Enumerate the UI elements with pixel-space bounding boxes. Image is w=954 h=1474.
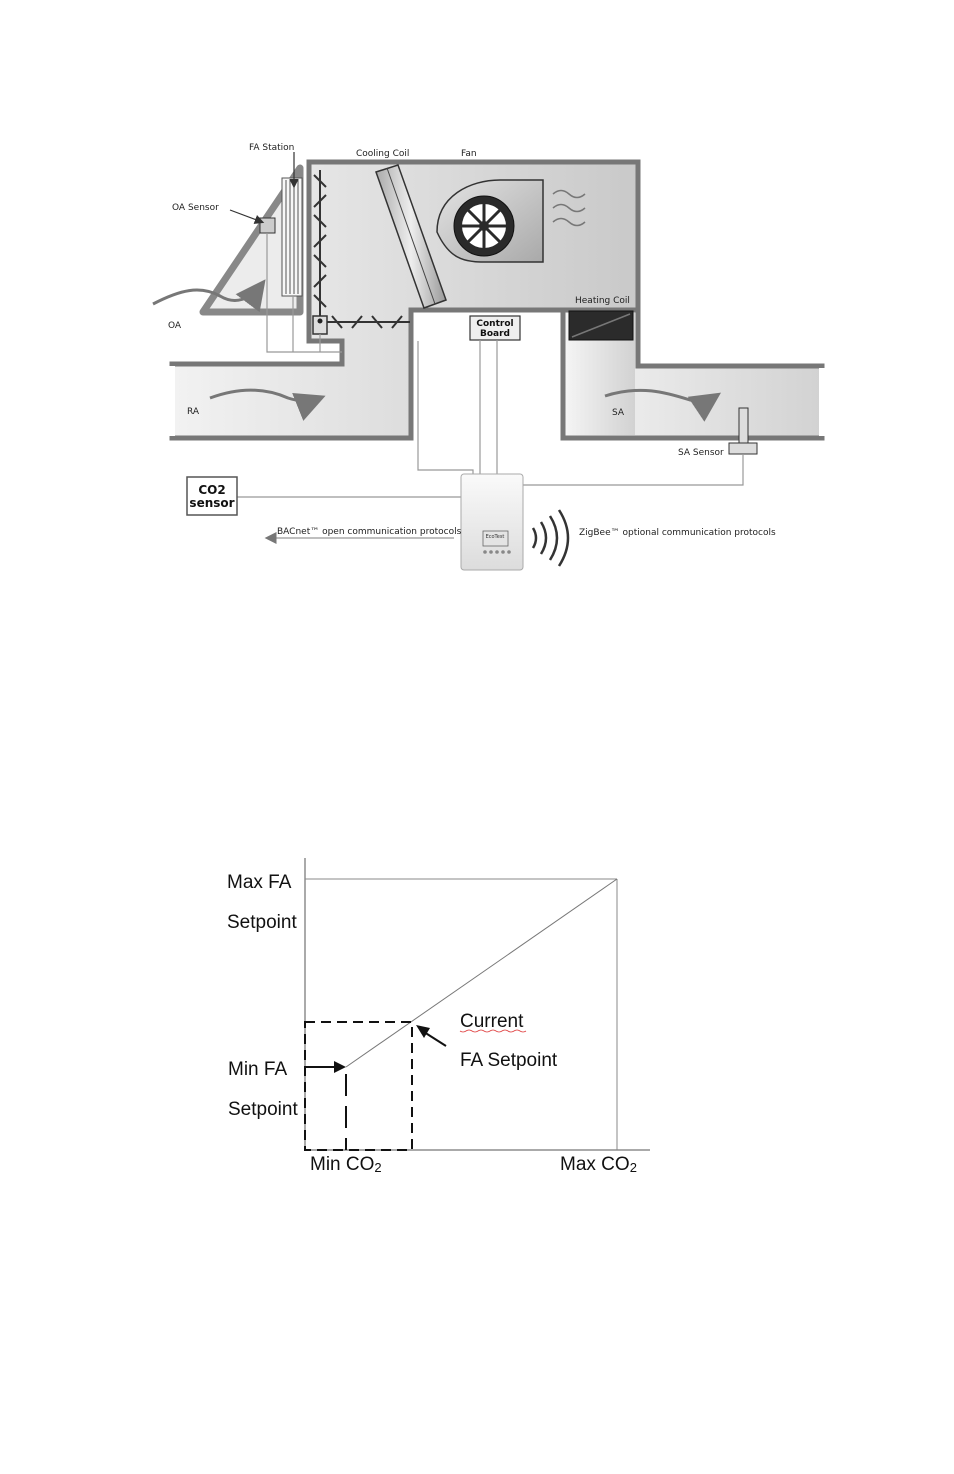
sa-sensor-label: SA Sensor (678, 448, 724, 458)
fa-station-label: FA Station (249, 143, 294, 153)
co2-sensor: CO2 sensor (187, 477, 237, 515)
thermostat-controller: EcoTest (461, 474, 523, 570)
current-label: Current (460, 1011, 524, 1032)
oa-sensor-label: OA Sensor (172, 203, 219, 213)
heating-coil (569, 311, 633, 340)
setpoint-ramp-line (346, 879, 617, 1067)
sa-label: SA (612, 408, 625, 418)
damper-actuator (313, 316, 327, 334)
graph-axes (305, 858, 650, 1150)
control-board-label: Control (476, 319, 513, 329)
fa-setpoint-label: FA Setpoint (460, 1050, 558, 1071)
thermostat-brand: EcoTest (486, 534, 505, 540)
oa-label: OA (168, 321, 182, 331)
co2-sensor-label: CO2 (198, 483, 225, 497)
current-setpoint-arrow (416, 1025, 446, 1046)
air-handler-diagram: Control Board CO2 sensor EcoT (0, 0, 954, 620)
spellcheck-underline (460, 1030, 526, 1032)
min-co2-label: Min CO2 (310, 1154, 382, 1175)
min-fa-arrow (305, 1061, 346, 1073)
control-board-label-2: Board (480, 329, 510, 339)
oa-sensor (260, 218, 275, 233)
current-setpoint-box (305, 1022, 412, 1150)
control-board: Control Board (470, 316, 520, 340)
max-fa-setpoint-label: Setpoint (227, 912, 297, 933)
bacnet-label: BACnet™ open communication protocols (277, 527, 462, 537)
min-fa-label: Min FA (228, 1059, 287, 1080)
cooling-coil-label: Cooling Coil (356, 149, 409, 159)
heating-coil-label: Heating Coil (575, 296, 630, 306)
wireless-signal-icon (533, 510, 568, 566)
fa-station (282, 178, 302, 296)
ra-label: RA (187, 407, 200, 417)
max-co2-label: Max CO2 (560, 1154, 637, 1175)
min-fa-setpoint-label: Setpoint (228, 1099, 298, 1120)
zigbee-label: ZigBee™ optional communication protocols (579, 528, 776, 538)
max-fa-label: Max FA (227, 872, 292, 893)
co2-sensor-label-2: sensor (189, 496, 234, 510)
fan-label: Fan (461, 149, 477, 159)
